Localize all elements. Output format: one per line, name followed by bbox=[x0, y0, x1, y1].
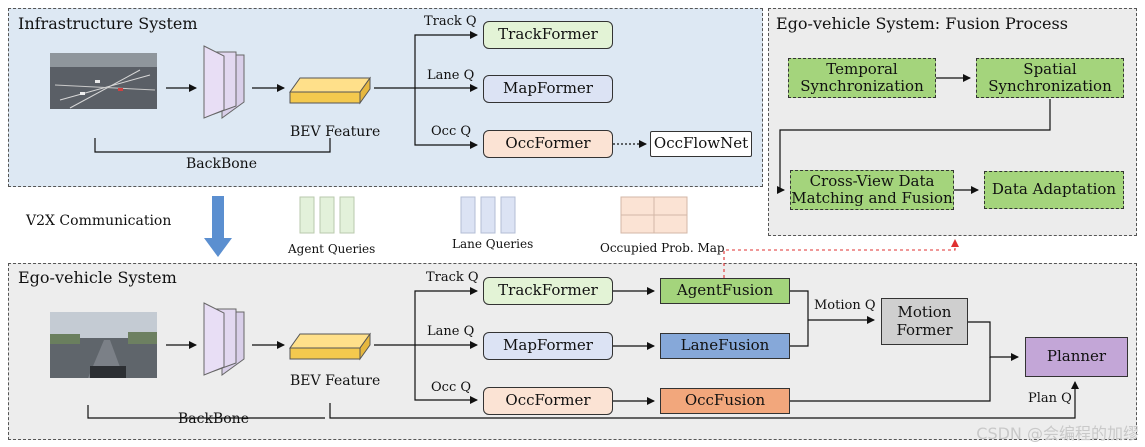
infra-track-q: Track Q bbox=[424, 14, 477, 29]
v2x-label: V2X Communication bbox=[26, 213, 172, 229]
infra-mapformer: MapFormer bbox=[483, 75, 613, 103]
ego-lane-q: Lane Q bbox=[427, 324, 475, 339]
ego-backbone-icon bbox=[203, 302, 245, 376]
ego-occ-q: Occ Q bbox=[431, 380, 472, 395]
ego-backbone-label: BackBone bbox=[178, 411, 249, 427]
v2x-arrow-icon bbox=[204, 196, 232, 257]
lane-queries-label: Lane Queries bbox=[452, 237, 534, 251]
motion-q-label: Motion Q bbox=[814, 298, 876, 313]
watermark: CSDN @会编程的加缪 bbox=[976, 424, 1139, 443]
infra-backbone-label: BackBone bbox=[186, 156, 257, 172]
fusion-merge-bracket bbox=[790, 290, 809, 347]
infra-backbone-bracket bbox=[94, 138, 331, 153]
occfusion-box: OccFusion bbox=[660, 388, 790, 414]
infra-occ-q: Occ Q bbox=[431, 124, 472, 139]
infra-bev-icon bbox=[289, 76, 371, 105]
plan-q-label: Plan Q bbox=[1028, 391, 1072, 406]
ego-track-q: Track Q bbox=[426, 270, 479, 285]
arrow-ego-track bbox=[374, 287, 478, 346]
infra-backbone-icon bbox=[203, 45, 245, 119]
ego-occformer: OccFormer bbox=[483, 387, 613, 415]
ego-camera-image bbox=[50, 312, 157, 378]
occflownet-box: OccFlowNet bbox=[650, 131, 752, 157]
data-adaptation-box: Data Adaptation bbox=[984, 171, 1124, 209]
lane-queries-icon bbox=[460, 196, 516, 234]
agentfusion-box: AgentFusion bbox=[660, 278, 790, 304]
arrow-occfusion-planner bbox=[790, 357, 991, 402]
agent-queries-icon bbox=[299, 196, 355, 234]
ego-trackformer: TrackFormer bbox=[483, 277, 613, 305]
occupied-map-icon bbox=[620, 196, 688, 234]
arrow-infra-track bbox=[374, 31, 478, 89]
spatial-sync-box: Spatial Synchronization bbox=[976, 58, 1124, 98]
ego-bev-icon bbox=[289, 332, 371, 361]
ego-mapformer: MapFormer bbox=[483, 332, 613, 360]
agent-queries-label: Agent Queries bbox=[288, 242, 376, 256]
fusion-process-title: Ego-vehicle System: Fusion Process bbox=[776, 14, 1068, 33]
motionformer-box: Motion Former bbox=[881, 298, 968, 345]
arrow-motion-planner bbox=[968, 321, 1019, 361]
infra-lane-q: Lane Q bbox=[427, 68, 475, 83]
infra-trackformer: TrackFormer bbox=[483, 21, 613, 49]
crossview-fusion-box: Cross-View Data Matching and Fusion bbox=[790, 170, 954, 210]
v2x-fusion-link bbox=[723, 239, 959, 278]
temporal-sync-box: Temporal Synchronization bbox=[788, 58, 936, 98]
infra-occformer: OccFormer bbox=[483, 130, 613, 158]
arrow-infra-occ bbox=[414, 88, 478, 149]
ego-backbone-bracket bbox=[87, 405, 325, 419]
arrow-spatial-crossview bbox=[777, 99, 1051, 194]
infra-bev-label: BEV Feature bbox=[290, 124, 381, 140]
arrow-ego-occ bbox=[414, 345, 478, 404]
occupied-map-label: Occupied Prob. Map bbox=[600, 241, 725, 255]
infrastructure-title: Infrastructure System bbox=[18, 14, 198, 33]
infra-camera-image bbox=[50, 53, 157, 109]
lanefusion-box: LaneFusion bbox=[660, 333, 790, 359]
ego-vehicle-title: Ego-vehicle System bbox=[18, 268, 177, 287]
arrow-planq-planner bbox=[329, 381, 1079, 419]
ego-bev-label: BEV Feature bbox=[290, 373, 381, 389]
planner-box: Planner bbox=[1025, 337, 1128, 377]
